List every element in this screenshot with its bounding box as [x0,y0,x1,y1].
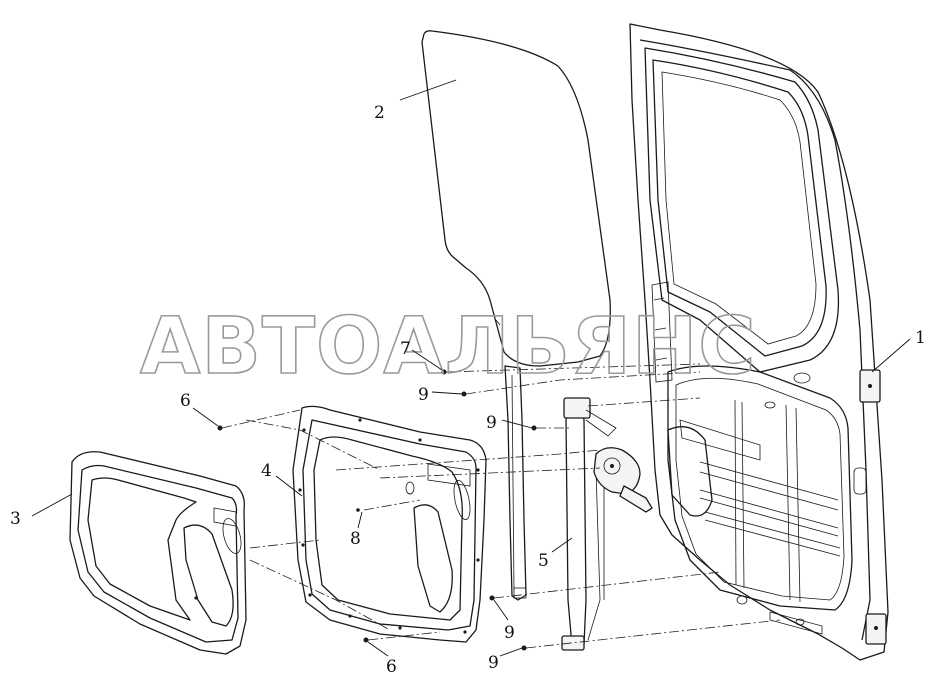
watermark-text: АВТОАЛЬЯНС [140,302,757,392]
callout-3: 3 [10,509,21,529]
callout-6-bottom: 6 [386,657,397,677]
glass-guide-channel [504,365,527,601]
callout-9-bottom: 9 [488,653,499,673]
callout-4: 4 [261,461,272,481]
callout-9-upper-left: 9 [418,385,429,405]
callout-6-top: 6 [180,391,191,411]
leader-lines [31,79,911,657]
callout-5: 5 [538,551,549,571]
callout-1: 1 [915,328,926,348]
door-shell [629,23,889,661]
callout-9-upper-right: 9 [486,413,497,433]
callout-8: 8 [350,529,361,549]
fasteners [217,369,537,651]
callout-9-lower: 9 [504,623,515,643]
door-trim-panel [69,451,247,655]
door-glass [421,30,611,367]
callout-7: 7 [400,339,411,359]
inner-door-panel [292,405,487,643]
assembly-lines [221,363,781,649]
window-regulator [561,397,653,651]
callout-2: 2 [374,103,385,123]
